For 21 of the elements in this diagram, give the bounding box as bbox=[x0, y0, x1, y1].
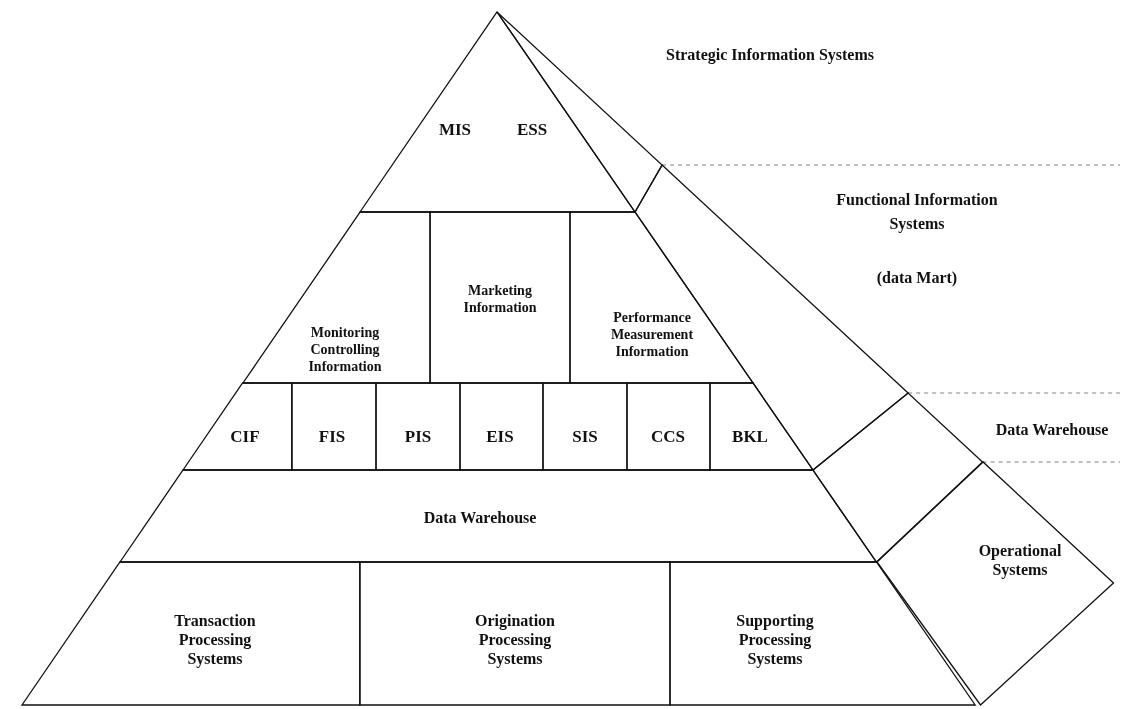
layer-label: (data Mart) bbox=[875, 268, 959, 289]
segment-label: ESS bbox=[515, 119, 549, 141]
segment-label: Origination Processing Systems bbox=[474, 611, 556, 669]
segment-label: EIS bbox=[485, 426, 515, 448]
segment-label: Marketing Information bbox=[462, 283, 538, 317]
segment-label: Supporting Processing Systems bbox=[735, 611, 815, 669]
segment-label: CIF bbox=[229, 426, 261, 448]
segment-label: Data Warehouse bbox=[422, 508, 538, 528]
segment-label: MIS bbox=[437, 119, 473, 141]
segment-label: Transaction Processing Systems bbox=[173, 611, 257, 669]
segment-label: Performance Measurement Information bbox=[609, 309, 695, 361]
layer-label: Strategic Information Systems bbox=[665, 45, 875, 66]
segment-label: Operational Systems bbox=[977, 540, 1063, 580]
segment-label: SIS bbox=[571, 426, 599, 448]
layer-label: Functional Information Systems bbox=[835, 190, 999, 235]
segment-label: PIS bbox=[403, 426, 433, 448]
segment-label: FIS bbox=[317, 426, 347, 448]
segment-label: CCS bbox=[650, 426, 686, 448]
segment-label: BKL bbox=[731, 426, 769, 448]
segment-label: Monitoring Controlling Information bbox=[307, 324, 383, 376]
layer-label: Data Warehouse bbox=[994, 420, 1110, 440]
